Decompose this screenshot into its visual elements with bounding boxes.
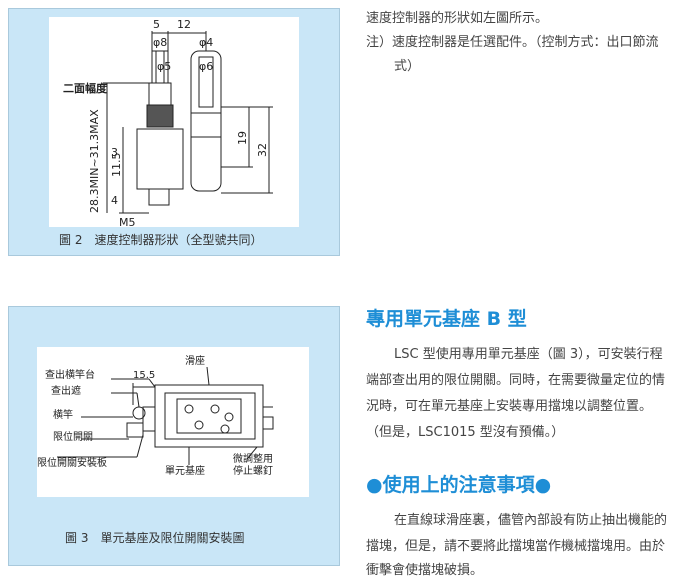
speed-controller-svg: [103, 31, 273, 214]
dim-phi4: φ4: [199, 36, 214, 49]
section2-line-1: 在直線球滑座裏，儘管內部設有防止抽出機能的: [394, 513, 668, 528]
speed-controller-drawing: 5 12 φ8 φ4 φ5 φ6 二面幅度 28.3MIN~31.3MAX 11…: [49, 17, 299, 229]
figure-2-caption: 圖 2 速度控制器形狀（全型號共同）: [59, 233, 263, 247]
section1-line-3: 況時，可在單元基座上安裝專用擋塊以調整位置。: [366, 399, 653, 414]
dim-range: 28.3MIN~31.3MAX: [88, 109, 101, 213]
note-line-1: 注）速度控制器是任選配件。（控制方式：出口節流: [366, 35, 659, 50]
unit-base-svg: [57, 366, 274, 465]
figure-2: 5 12 φ8 φ4 φ5 φ6 二面幅度 28.3MIN~31.3MAX 11…: [8, 8, 340, 256]
dim-m5: M5: [119, 216, 136, 229]
section-heading-unit-base: 專用單元基座 B 型: [366, 308, 527, 330]
note-line-2: 式）: [394, 59, 421, 74]
dim-19: 19: [236, 131, 249, 145]
bullet-dot-icon: ●: [366, 474, 383, 496]
section1-line-1: LSC 型使用專用單元基座（圖 3），可安裝行程: [394, 347, 663, 362]
section-heading-precautions: ●使用上的注意事項●: [366, 470, 551, 497]
label-two-sided-width: 二面幅度: [63, 82, 107, 95]
unit-base-drawing: 查出横竿台 15.5 滑座 查出遮 横竿 限位開關 限位開關安裝板 單元基座 微…: [37, 347, 309, 497]
dim-4: 4: [111, 194, 118, 207]
dim-phi8: φ8: [153, 36, 168, 49]
label-unit-base: 單元基座: [165, 466, 205, 477]
label-rod: 横竿: [53, 410, 73, 421]
section2-line-2: 擋塊，但是，請不要將此擋塊當作機械擋塊用。由於: [366, 539, 666, 554]
intro-line: 速度控制器的形狀如左圖所示。: [366, 11, 549, 26]
label-slider: 滑座: [185, 356, 205, 367]
section1-line-2: 端部查出用的限位開關。同時，在需要微量定位的情: [366, 373, 666, 388]
dim-5: 5: [153, 18, 160, 31]
section1-line-4: （但是，LSC1015 型沒有預備。）: [366, 425, 565, 440]
label-15-5: 15.5: [133, 370, 156, 381]
label-limit-switch: 限位開關: [53, 432, 93, 443]
dim-32: 32: [256, 143, 269, 157]
dim-phi6: φ6: [199, 60, 214, 73]
label-fine-adjust-2: 停止螺釘: [233, 466, 273, 477]
figure-3: 查出横竿台 15.5 滑座 查出遮 横竿 限位開關 限位開關安裝板 單元基座 微…: [8, 306, 340, 566]
label-switch-mount: 限位開關安裝板: [37, 458, 107, 469]
label-check-block: 查出遮: [51, 386, 81, 397]
section2-line-3: 衝擊會使擋塊破損。: [366, 563, 484, 578]
label-fine-adjust-1: 微調整用: [233, 454, 273, 465]
dim-phi5: φ5: [157, 60, 172, 73]
bullet-dot-icon-end: ●: [534, 474, 552, 496]
figure-3-caption: 圖 3 單元基座及限位開關安裝圖: [65, 531, 245, 545]
dim-3: 3: [111, 146, 118, 159]
base-outline: [154, 384, 264, 448]
dim-12: 12: [177, 18, 191, 31]
label-rail-check: 查出横竿台: [45, 370, 95, 381]
precautions-heading-text: 使用上的注意事項: [382, 474, 535, 496]
